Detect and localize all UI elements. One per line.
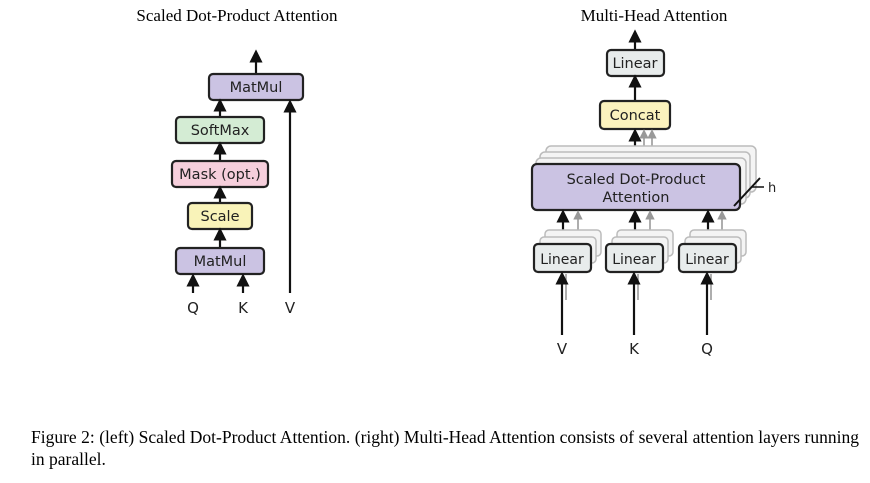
input-q-right: Q <box>701 340 713 358</box>
input-k-left: K <box>238 299 249 317</box>
concat-box: Concat <box>598 99 672 131</box>
input-v-left: V <box>285 299 296 317</box>
left-title: Scaled Dot-Product Attention <box>136 6 338 25</box>
linear-top-box: Linear <box>605 48 666 78</box>
attention-box: Scaled Dot-Product Attention <box>530 162 742 212</box>
matmul-bottom-rect <box>174 246 266 276</box>
linear-k-stack: Linear <box>604 229 674 274</box>
softmax-label: SoftMax <box>191 123 250 139</box>
attention-label-line1: Scaled Dot-Product <box>567 172 706 188</box>
matmul-bottom-label: MatMul <box>194 254 247 270</box>
linear-v-stack: Linear <box>532 229 602 274</box>
matmul-top-rect <box>207 72 305 102</box>
input-k-right: K <box>629 340 640 358</box>
multi-head-attention-diagram: Multi-Head Attention Linear Concat Scale… <box>530 6 776 358</box>
linear-q-label: Linear <box>685 252 729 268</box>
heads-label: h <box>768 181 776 196</box>
input-v-right: V <box>557 340 568 358</box>
heads-bracket <box>733 177 761 207</box>
attention-label-line2: Attention <box>603 190 670 206</box>
linear-q-stack: Linear <box>677 229 747 274</box>
linear-v-label: Linear <box>540 252 584 268</box>
softmax-box: SoftMax <box>174 115 266 145</box>
scale-box: Scale <box>186 201 254 231</box>
matmul-top-label: MatMul <box>230 80 283 96</box>
right-title: Multi-Head Attention <box>581 6 728 25</box>
mask-box: Mask (opt.) <box>170 159 270 189</box>
concat-label: Concat <box>610 108 661 124</box>
figure-caption: Figure 2: (left) Scaled Dot-Product Atte… <box>31 427 859 469</box>
input-q-left: Q <box>187 299 199 317</box>
matmul-top-box: MatMul <box>207 72 305 102</box>
scaled-dot-product-diagram: Scaled Dot-Product Attention MatMul Soft… <box>136 6 338 317</box>
linear-top-label: Linear <box>612 56 657 72</box>
linear-k-label: Linear <box>612 252 656 268</box>
scale-label: Scale <box>200 209 239 225</box>
mask-label: Mask (opt.) <box>179 167 261 183</box>
matmul-bottom-box: MatMul <box>174 246 266 276</box>
